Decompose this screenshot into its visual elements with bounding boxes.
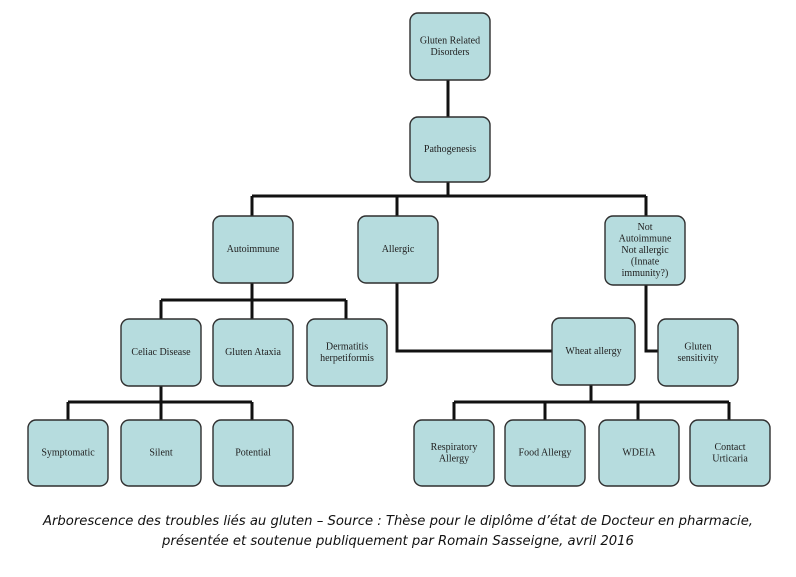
- node-gluten-ataxia: Gluten Ataxia: [212, 318, 294, 387]
- node-box: [657, 318, 739, 387]
- node-label: Respiratory: [431, 442, 478, 453]
- node-label: Dermatitis: [326, 341, 368, 352]
- node-label: Not: [638, 222, 653, 233]
- node-label: Food Allergy: [519, 448, 572, 459]
- node-symptomatic: Symptomatic: [27, 419, 109, 487]
- node-label: Contact: [714, 442, 745, 453]
- node-label: Autoimmune: [619, 234, 672, 245]
- node-food-allergy: Food Allergy: [504, 419, 586, 487]
- gluten-disorders-diagram: Gluten RelatedDisordersPathogenesisAutoi…: [27, 12, 771, 487]
- node-celiac: Celiac Disease: [120, 318, 202, 387]
- node-box: [120, 318, 202, 387]
- node-label: Gluten: [684, 341, 711, 352]
- node-box: [27, 419, 109, 487]
- node-label: Celiac Disease: [131, 347, 191, 358]
- node-box: [551, 317, 636, 386]
- node-box: [212, 215, 294, 284]
- node-label: Urticaria: [712, 453, 748, 464]
- connector-line: [395, 283, 552, 353]
- node-box: [306, 318, 388, 387]
- node-label: immunity?): [622, 268, 669, 279]
- diagram-nodes: Gluten RelatedDisordersPathogenesisAutoi…: [27, 12, 771, 487]
- node-label: Disorders: [431, 47, 470, 58]
- node-silent: Silent: [120, 419, 202, 487]
- caption-line-1: Arborescence des troubles liés au gluten…: [42, 514, 753, 529]
- node-wdeia: WDEIA: [598, 419, 680, 487]
- node-box: [212, 318, 294, 387]
- node-label: Pathogenesis: [424, 144, 476, 155]
- node-label: Gluten Ataxia: [225, 347, 281, 358]
- node-label: sensitivity: [677, 353, 718, 364]
- node-label: (Innate: [631, 257, 660, 268]
- node-box: [689, 419, 771, 487]
- node-box: [413, 419, 495, 487]
- node-label: Autoimmune: [227, 244, 280, 255]
- node-box: [604, 215, 686, 286]
- node-box: [120, 419, 202, 487]
- node-label: Gluten Related: [420, 35, 480, 46]
- node-label: Potential: [235, 448, 271, 459]
- node-autoimmune: Autoimmune: [212, 215, 294, 284]
- node-label: Allergy: [439, 453, 469, 464]
- figure-caption: Arborescence des troubles liés au gluten…: [0, 512, 796, 552]
- node-label: Symptomatic: [41, 448, 95, 459]
- node-label: Not allergic: [621, 245, 669, 256]
- node-box: [598, 419, 680, 487]
- node-label: herpetiformis: [320, 353, 374, 364]
- node-label: Silent: [149, 448, 173, 459]
- node-pathogenesis: Pathogenesis: [409, 116, 491, 183]
- node-label: Allergic: [382, 244, 415, 255]
- node-label: Wheat allergy: [565, 346, 621, 357]
- diagram-connectors: [66, 80, 731, 420]
- node-wheat-allergy: Wheat allergy: [551, 317, 636, 386]
- node-box: [409, 116, 491, 183]
- node-box: [212, 419, 294, 487]
- connector-line: [644, 285, 658, 353]
- node-box: [504, 419, 586, 487]
- node-label: WDEIA: [622, 448, 656, 459]
- node-potential: Potential: [212, 419, 294, 487]
- node-box: [409, 12, 491, 81]
- caption-line-2: présentée et soutenue publiquement par R…: [162, 534, 634, 549]
- node-allergic: Allergic: [357, 215, 439, 284]
- node-box: [357, 215, 439, 284]
